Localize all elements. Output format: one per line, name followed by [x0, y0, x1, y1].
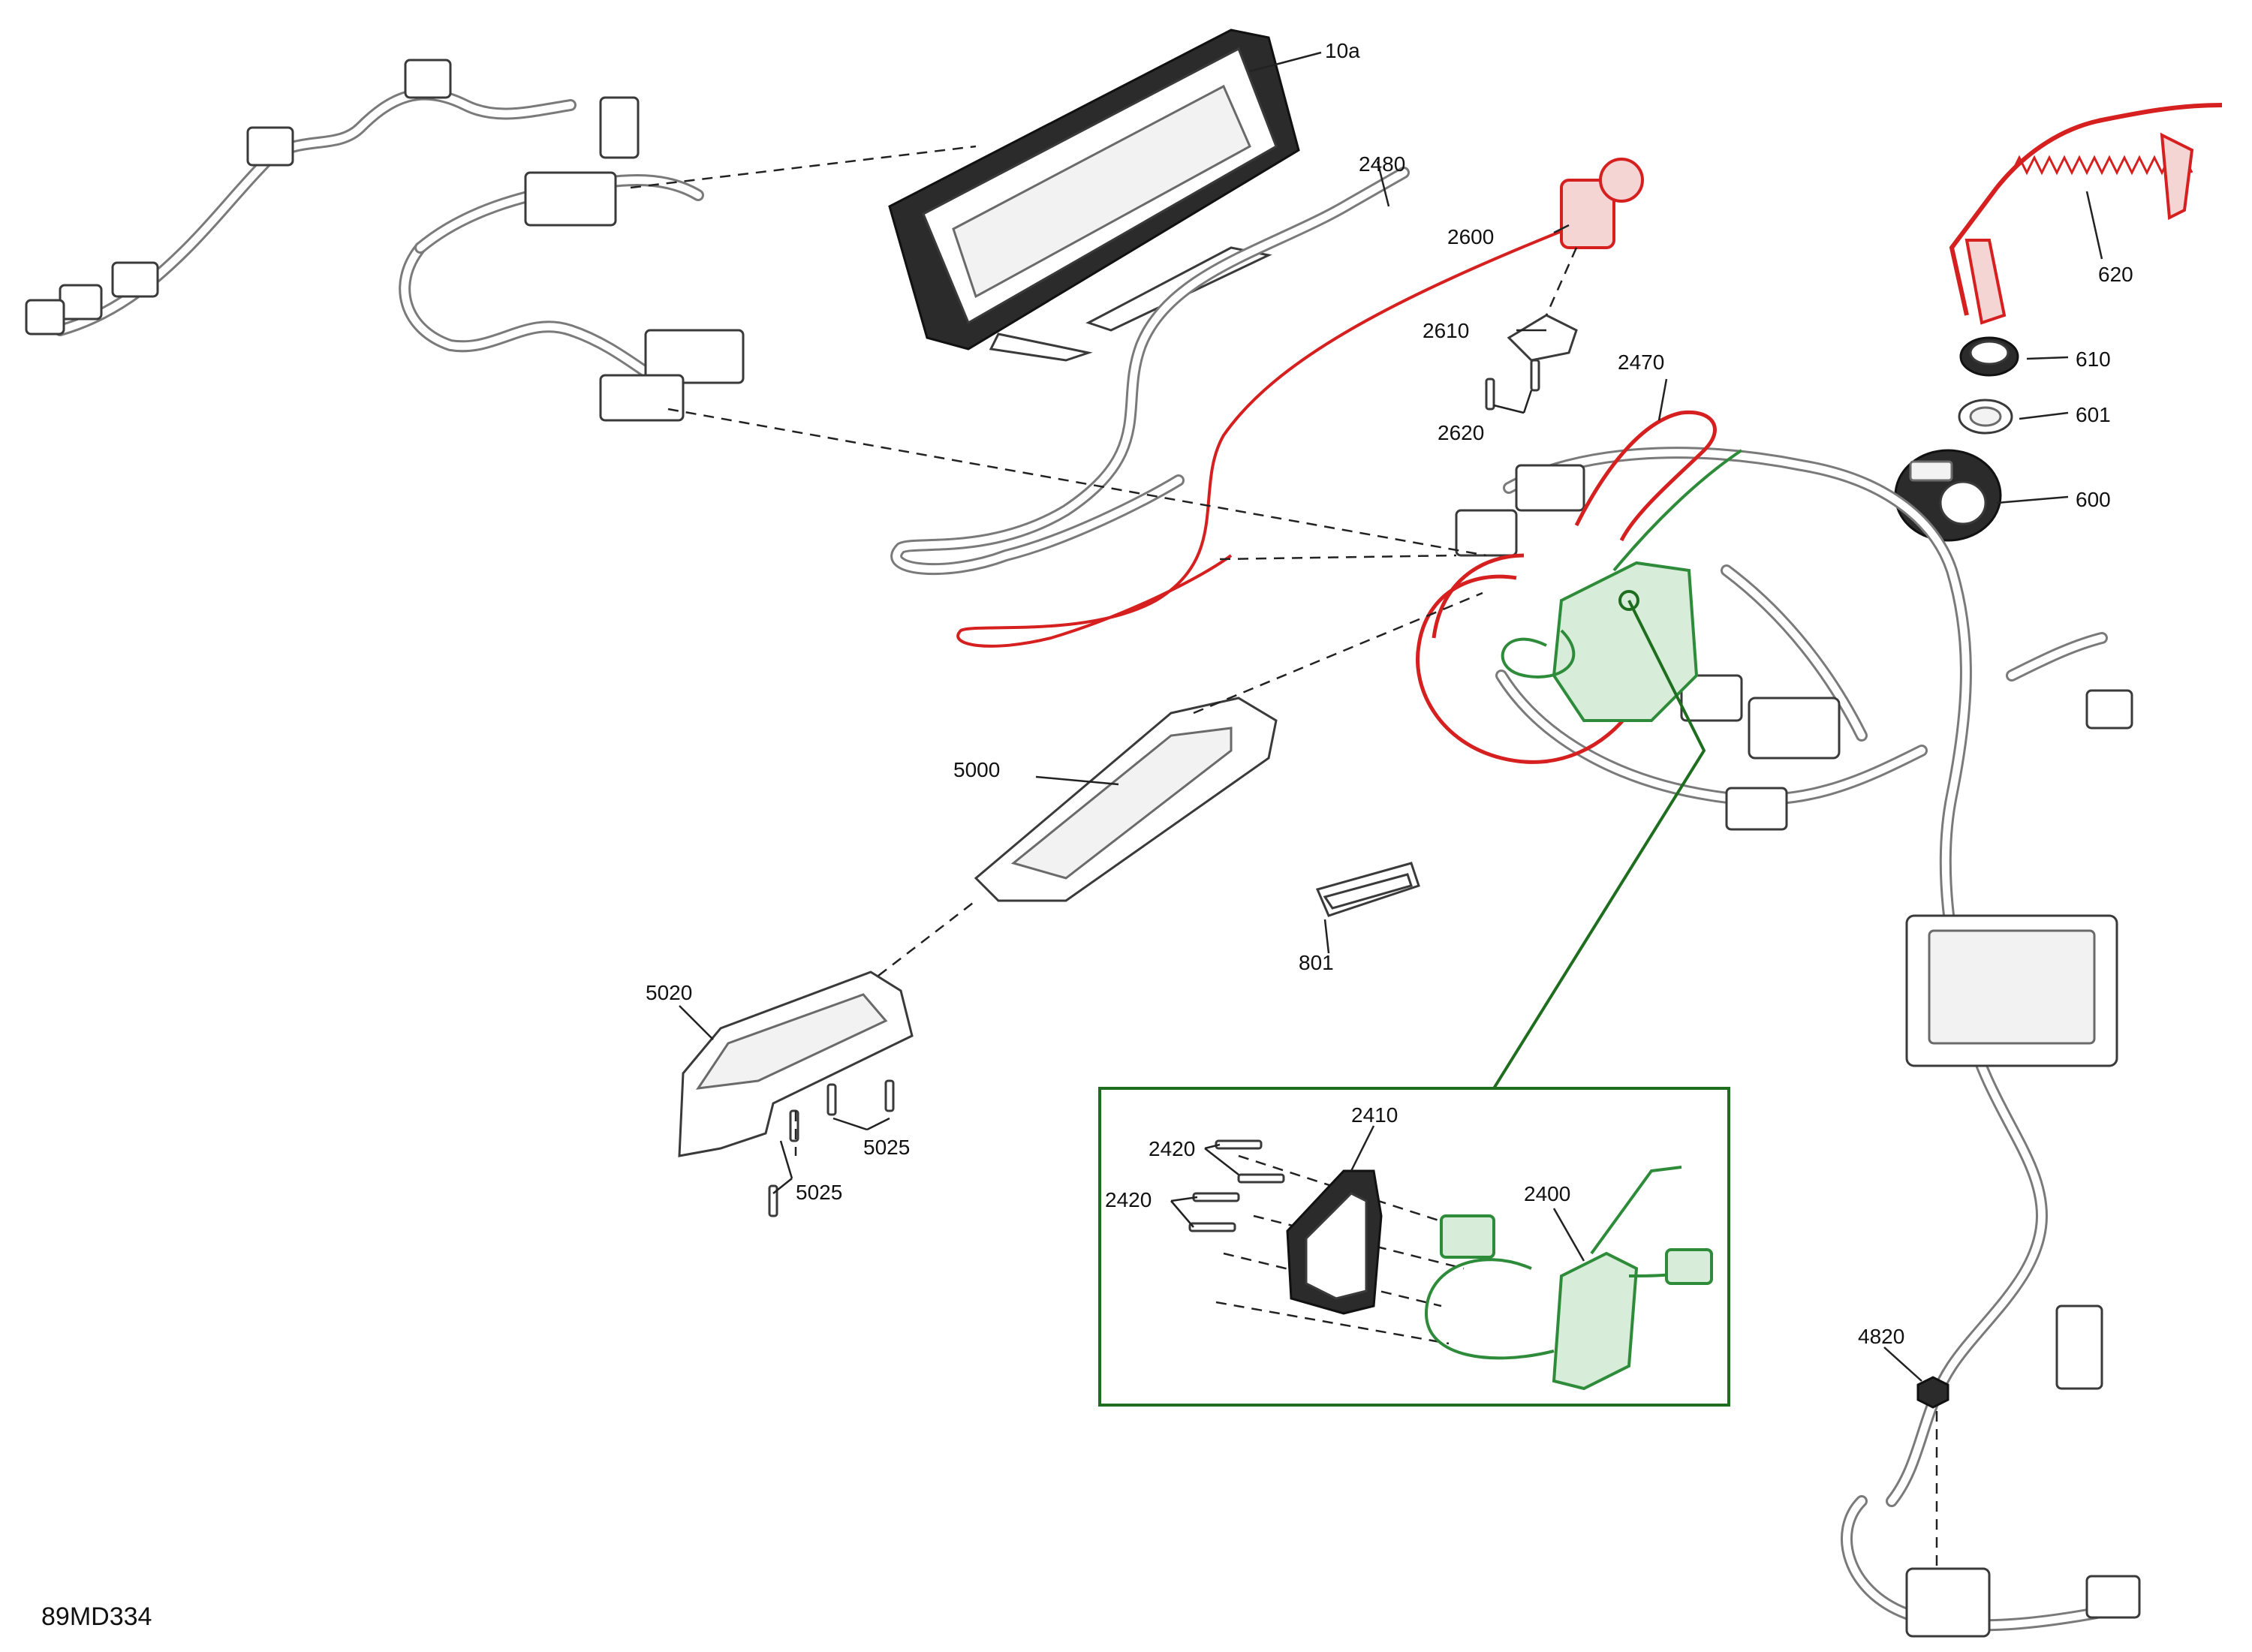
- callout-2410: 2410: [1351, 1103, 1398, 1127]
- ring-601: [1958, 399, 2013, 435]
- mount-5020: [678, 970, 914, 1157]
- switch-block-in-place: [1501, 449, 1743, 722]
- callout-2420-lower: 2420: [1105, 1188, 1152, 1211]
- callout-2480: 2480: [1359, 152, 1405, 176]
- callout-2610: 2610: [1423, 319, 1469, 342]
- leader-lines: [679, 51, 2103, 1382]
- callout-2600: 2600: [1447, 225, 1494, 248]
- callout-5025-right: 5025: [863, 1136, 910, 1159]
- harness-2470: [1416, 410, 1717, 764]
- callout-601: 601: [2076, 403, 2111, 426]
- instrument-cluster: [888, 29, 1300, 362]
- explode-lines: [630, 145, 1938, 1569]
- callout-600: 600: [2076, 488, 2111, 511]
- drain-tube-2480: [890, 167, 1410, 576]
- main-wiring-harness: [1455, 447, 2141, 1638]
- cap-610: [1959, 336, 2019, 377]
- lanyard-620: [1949, 103, 2223, 325]
- callout-5025-left: 5025: [796, 1181, 842, 1204]
- callout-4820: 4820: [1858, 1325, 1904, 1348]
- screws-2620: [1485, 359, 1540, 411]
- figure-id: 89MD334: [41, 1602, 152, 1631]
- bracket-2610: [1507, 314, 1578, 362]
- callout-610: 610: [2076, 348, 2111, 371]
- callout-2420-upper: 2420: [1149, 1137, 1195, 1160]
- switch-2600: [956, 158, 1644, 648]
- detail-inset: [1098, 590, 1730, 1407]
- callout-620: 620: [2098, 263, 2133, 286]
- callout-801: 801: [1299, 951, 1334, 974]
- callout-2400: 2400: [1524, 1182, 1570, 1205]
- callout-5000: 5000: [953, 758, 1000, 781]
- callout-10a: 10a: [1325, 39, 1360, 62]
- mount-5000: [974, 697, 1278, 902]
- switch-600: [1894, 449, 2002, 542]
- nut-4820: [1916, 1376, 1949, 1409]
- callout-2620: 2620: [1438, 421, 1484, 444]
- callout-2470: 2470: [1618, 351, 1664, 374]
- callout-labels: 10a 2480 2600 2610 2620 2470 620 610 601…: [41, 39, 2133, 1631]
- left-wiring-harness: [25, 59, 745, 422]
- callout-5020: 5020: [646, 981, 692, 1004]
- gasket-801: [1315, 862, 1420, 917]
